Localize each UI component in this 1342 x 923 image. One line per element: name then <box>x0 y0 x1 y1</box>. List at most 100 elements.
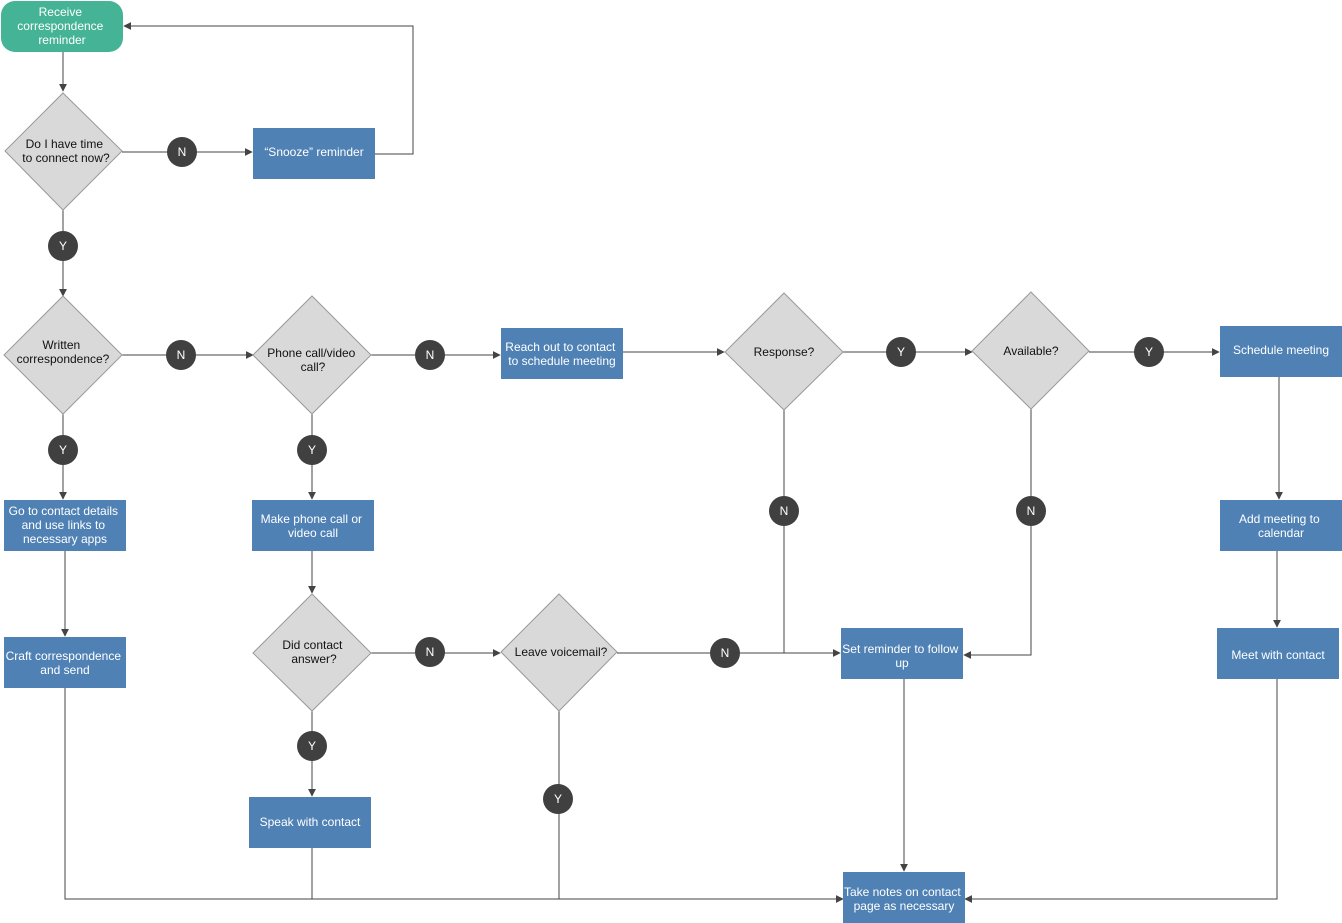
badge-yes-label: Y <box>1145 345 1153 359</box>
edge-bottom-bus-to-take-notes <box>64 688 844 903</box>
badge-yes: Y <box>297 731 327 761</box>
process-go-to-contact-line: and use links to <box>22 518 106 532</box>
badge-yes-label: Y <box>554 792 562 806</box>
process-schedule-meeting[interactable]: Schedule meeting <box>1220 326 1342 377</box>
badges: N Y N N Y Y Y Y <box>48 137 1164 814</box>
process-speak-label: Speak with contact <box>260 815 361 829</box>
process-add-meeting-label: Add meeting to calendar <box>1239 512 1323 540</box>
edge-snooze-to-start <box>123 22 414 155</box>
badge-no: N <box>415 637 445 667</box>
process-go-to-contact-line: Go to contact details <box>9 504 118 518</box>
decision-voicemail-line: Leave voicemail? <box>515 645 608 659</box>
badge-no-label: N <box>780 504 789 518</box>
decision-written-line: Written <box>42 338 80 352</box>
decision-response-label: Response? <box>754 345 815 359</box>
decision-available[interactable]: Available? <box>971 291 1090 410</box>
process-reach-out-label: Reach out to contact to schedule meeting <box>505 340 618 368</box>
process-snooze-line: “Snooze” reminder <box>264 145 363 159</box>
decision-written-label: Written correspondence? <box>17 338 110 366</box>
process-reach-out-line: Reach out to contact <box>505 340 616 354</box>
badge-yes: Y <box>48 435 78 465</box>
process-schedule-meeting-line: Schedule meeting <box>1233 343 1329 357</box>
edge-available-no-to-set-reminder <box>963 409 1032 659</box>
process-craft-label: Craft correspondence and send <box>6 649 125 677</box>
process-craft-line: and send <box>40 663 89 677</box>
decision-time-check-line: Do I have time <box>26 137 104 151</box>
process-go-to-contact-line: necessary apps <box>23 532 107 546</box>
process-reach-out-line: to schedule meeting <box>508 354 615 368</box>
process-set-reminder-label: Set reminder to follow up <box>842 642 961 670</box>
badge-no: N <box>415 340 445 370</box>
node-start-line: reminder <box>38 33 85 47</box>
node-start-line: Receive <box>39 5 83 19</box>
decision-phone[interactable]: Phone call/video call? <box>252 295 372 415</box>
process-set-reminder-line: up <box>895 656 909 670</box>
badge-no-label: N <box>1027 504 1036 518</box>
decision-time-check-line: to connect now? <box>22 151 110 165</box>
decision-time-check[interactable]: Do I have time to connect now? <box>4 92 123 211</box>
badge-no: N <box>167 137 197 167</box>
process-meet-line: Meet with contact <box>1231 648 1325 662</box>
edge-meet-to-take-notes <box>964 679 1278 903</box>
badge-yes-label: Y <box>897 345 905 359</box>
process-make-call-line: video call <box>288 526 338 540</box>
process-add-meeting-line: calendar <box>1258 526 1304 540</box>
decision-did-answer-line: Did contact <box>282 638 343 652</box>
process-take-notes[interactable]: Take notes on contact page as necessary <box>843 872 965 923</box>
process-schedule-meeting-label: Schedule meeting <box>1233 343 1329 357</box>
process-make-call-line: Make phone call or <box>261 512 362 526</box>
process-set-reminder[interactable]: Set reminder to follow up <box>841 628 963 679</box>
badge-yes-label: Y <box>59 443 67 457</box>
node-start-label: Receive correspondence reminder <box>17 5 106 47</box>
badge-no: N <box>769 496 799 526</box>
decision-response[interactable]: Response? <box>724 292 844 411</box>
badge-no: N <box>1016 496 1046 526</box>
process-go-to-contact-label: Go to contact details and use links to n… <box>9 504 122 546</box>
badge-no-label: N <box>426 348 435 362</box>
process-meet[interactable]: Meet with contact <box>1217 628 1339 679</box>
decision-did-answer[interactable]: Did contact answer? <box>252 593 372 712</box>
process-make-call-label: Make phone call or video call <box>261 512 366 540</box>
process-reach-out[interactable]: Reach out to contact to schedule meeting <box>501 328 623 379</box>
process-craft-line: Craft correspondence <box>6 649 122 663</box>
decision-did-answer-line: answer? <box>291 652 337 666</box>
badge-yes: Y <box>297 435 327 465</box>
process-speak[interactable]: Speak with contact <box>249 797 371 848</box>
badge-yes: Y <box>886 337 916 367</box>
badge-yes-label: Y <box>308 443 316 457</box>
decision-voicemail[interactable]: Leave voicemail? <box>500 593 618 712</box>
decision-available-line: Available? <box>1003 344 1058 358</box>
decision-voicemail-label: Leave voicemail? <box>515 645 608 659</box>
badge-no-label: N <box>178 145 187 159</box>
process-take-notes-line: Take notes on contact <box>844 885 961 899</box>
decision-did-answer-label: Did contact answer? <box>282 638 345 666</box>
process-add-meeting[interactable]: Add meeting to calendar <box>1220 500 1342 551</box>
node-start[interactable]: Receive correspondence reminder <box>1 1 123 52</box>
process-snooze[interactable]: “Snooze” reminder <box>253 128 375 179</box>
process-go-to-contact[interactable]: Go to contact details and use links to n… <box>4 500 126 551</box>
connectors <box>59 22 1283 903</box>
badge-no-label: N <box>426 645 435 659</box>
process-make-call[interactable]: Make phone call or video call <box>252 500 374 551</box>
badge-yes-label: Y <box>59 239 67 253</box>
decision-response-line: Response? <box>754 345 815 359</box>
decision-available-label: Available? <box>1003 344 1058 358</box>
badge-yes: Y <box>1134 337 1164 367</box>
badge-yes: Y <box>48 231 78 261</box>
decision-written-line: correspondence? <box>17 352 110 366</box>
process-set-reminder-line: Set reminder to follow <box>842 642 958 656</box>
process-take-notes-label: Take notes on contact page as necessary <box>844 885 964 913</box>
process-take-notes-line: page as necessary <box>854 899 955 913</box>
decision-phone-label: Phone call/video call? <box>267 346 358 374</box>
decision-phone-line: call? <box>301 360 326 374</box>
badge-yes: Y <box>543 784 573 814</box>
process-snooze-label: “Snooze” reminder <box>264 145 363 159</box>
decision-written[interactable]: Written correspondence? <box>3 295 123 415</box>
process-craft[interactable]: Craft correspondence and send <box>4 637 126 688</box>
badge-yes-label: Y <box>308 739 316 753</box>
decision-time-check-label: Do I have time to connect now? <box>22 137 110 165</box>
process-add-meeting-line: Add meeting to <box>1239 512 1320 526</box>
